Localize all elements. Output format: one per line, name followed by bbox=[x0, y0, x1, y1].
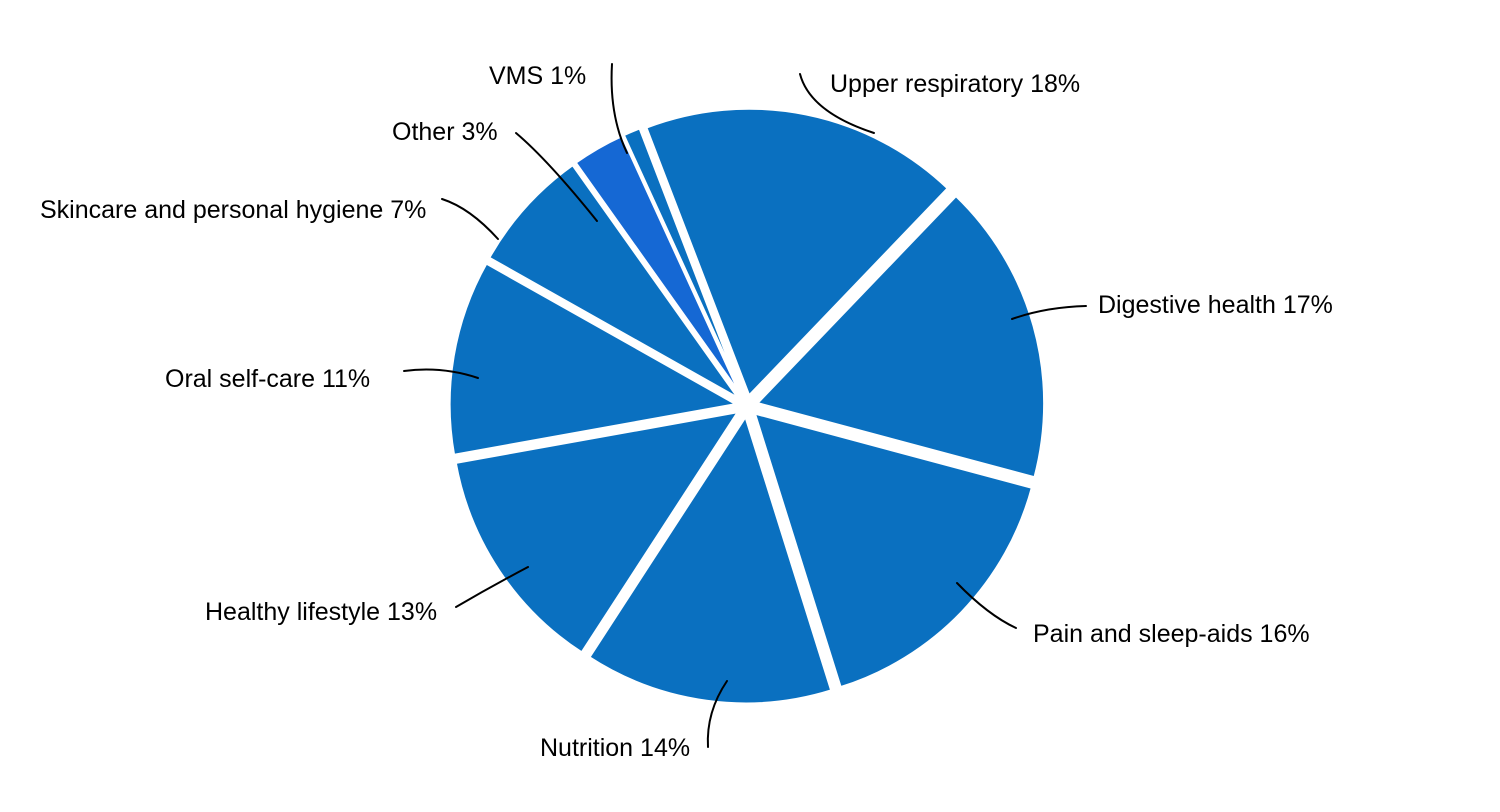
leader-healthy-lifestyle bbox=[455, 566, 529, 608]
pie-slice-skincare-and-personal-hygiene bbox=[487, 163, 742, 401]
label-skincare-hygiene: Skincare and personal hygiene 7% bbox=[40, 196, 426, 224]
pie-slices bbox=[447, 106, 1047, 706]
leader-lines bbox=[403, 63, 1087, 748]
pie-slice-pain-and-sleep-aids bbox=[752, 411, 1034, 690]
leader-digestive-health bbox=[1011, 305, 1087, 320]
leader-upper-respiratory bbox=[799, 73, 875, 134]
label-pain-and-sleep-aids: Pain and sleep-aids 16% bbox=[1033, 620, 1310, 648]
slice-labels: Upper respiratory 18% Digestive health 1… bbox=[40, 62, 1333, 762]
leader-pain-and-sleep-aids bbox=[956, 582, 1017, 629]
pie-slice-vms bbox=[621, 126, 745, 399]
leader-nutrition bbox=[706, 680, 728, 748]
label-vms: VMS 1% bbox=[489, 62, 586, 90]
leader-vms bbox=[610, 63, 628, 154]
leader-oral-self-care bbox=[403, 368, 479, 379]
label-oral-self-care: Oral self-care 11% bbox=[165, 365, 370, 393]
pie-slice-nutrition bbox=[587, 414, 834, 706]
leader-skincare-and-personal-hygiene bbox=[441, 198, 499, 240]
pie-slice-healthy-lifestyle bbox=[453, 410, 741, 655]
label-digestive-health: Digestive health 17% bbox=[1098, 291, 1333, 319]
label-upper-respiratory: Upper respiratory 18% bbox=[830, 70, 1080, 98]
leader-other bbox=[515, 132, 598, 222]
pie-slice-digestive-health bbox=[755, 193, 1047, 480]
label-nutrition: Nutrition 14% bbox=[540, 734, 690, 762]
label-healthy-lifestyle: Healthy lifestyle 13% bbox=[205, 598, 437, 626]
label-other: Other 3% bbox=[392, 118, 498, 146]
pie-slice-oral-self-care bbox=[447, 261, 739, 457]
pie-slice-upper-respiratory bbox=[644, 106, 950, 398]
